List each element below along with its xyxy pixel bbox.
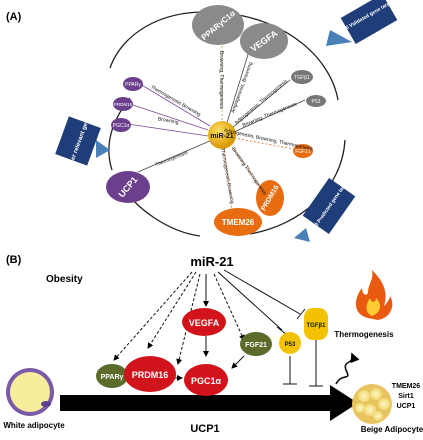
svg-text:Thermogenesis: Thermogenesis bbox=[155, 150, 190, 169]
node-fgf21-label: FGF21 bbox=[245, 342, 267, 349]
svg-text:Browning Thermogenesis: Browning Thermogenesis bbox=[230, 147, 268, 197]
arc-top-left bbox=[109, 11, 201, 69]
banner-validated: 1055 Validated gene targets bbox=[326, 0, 398, 46]
squiggle-arrow bbox=[335, 352, 360, 385]
mir21-label-b: miR-21 bbox=[190, 254, 233, 269]
beige-marker-2: Sirt1 bbox=[398, 393, 414, 400]
panel-a-label: (A) bbox=[6, 11, 22, 23]
node-p53 bbox=[279, 332, 301, 354]
beige-marker-3: UCP1 bbox=[397, 403, 416, 410]
white-adipocyte-label: White adipocyte bbox=[3, 421, 65, 430]
oval-p53 bbox=[306, 95, 326, 107]
obesity-label: Obesity bbox=[46, 274, 83, 285]
mir21-node-a bbox=[208, 121, 236, 149]
node-pgc1a bbox=[184, 364, 228, 396]
oval-tmem26 bbox=[214, 208, 262, 236]
oval-p53-label: P53 bbox=[312, 99, 321, 105]
oval-fgf21 bbox=[293, 144, 313, 158]
mir21-node-a-label: miR-21 bbox=[210, 133, 233, 140]
oval-left-3 bbox=[111, 118, 131, 132]
thermogenesis-label-b: Thermogenesis bbox=[334, 330, 394, 339]
node-pparg bbox=[96, 364, 128, 388]
panel-b-label: (B) bbox=[6, 254, 22, 266]
node-fgf21 bbox=[240, 332, 272, 356]
node-vegfa-label: VEGFA bbox=[189, 318, 220, 328]
mir21-arrows bbox=[113, 269, 306, 365]
oval-left-1-label: PPARγ bbox=[125, 82, 141, 88]
oval-ucp1-a bbox=[106, 171, 150, 203]
node-prdm16-label: PRDM16 bbox=[132, 370, 169, 380]
node-tgfb1 bbox=[304, 308, 328, 340]
oval-prdm16-a bbox=[256, 180, 284, 216]
banner-other: Other relevant genes bbox=[55, 112, 110, 171]
node-tgfb1-label: TGFβ1 bbox=[307, 323, 327, 329]
oval-left-2-label: PRDM16 bbox=[114, 102, 133, 107]
ucp1-arrow-label: UCP1 bbox=[190, 423, 219, 435]
core-arrows bbox=[174, 336, 323, 387]
node-pgc1a-label: PGC1α bbox=[191, 376, 222, 386]
node-prdm16 bbox=[124, 356, 176, 392]
node-vegfa bbox=[182, 308, 226, 336]
ucp1-arrow bbox=[60, 385, 358, 421]
oval-left-2 bbox=[113, 97, 133, 111]
svg-text:Browning, Thermogenesis: Browning, Thermogenesis bbox=[218, 51, 224, 109]
oval-left-1 bbox=[123, 77, 143, 91]
oval-tgfb1 bbox=[291, 70, 313, 84]
svg-text:Angiogenesis, Browning: Angiogenesis, Browning bbox=[230, 61, 254, 114]
oval-vegfa bbox=[240, 23, 288, 59]
oval-pparyc1a bbox=[192, 5, 244, 45]
svg-text:Browning: Browning bbox=[157, 116, 179, 126]
white-adipocyte-icon bbox=[6, 368, 54, 416]
node-pparg-label: PPARγ bbox=[101, 374, 124, 381]
flame-icon bbox=[355, 270, 393, 320]
node-p53-label: P53 bbox=[285, 342, 296, 348]
svg-text:Thermogenesis Browning: Thermogenesis Browning bbox=[219, 147, 235, 204]
oval-fgf21-label: FGF21 bbox=[295, 149, 311, 155]
beige-marker-1: TMEM26 bbox=[392, 383, 421, 390]
beige-adipocyte-icon bbox=[352, 384, 392, 424]
banner-predicted: 20253 Predicted gene targets bbox=[294, 176, 356, 242]
oval-tgfb1-label: TGFβ1 bbox=[294, 75, 310, 81]
beige-adipocyte-label: Beige Adipocyte bbox=[361, 425, 423, 434]
oval-left-3-label: PGC1α bbox=[113, 123, 130, 129]
spokes bbox=[127, 40, 306, 211]
oval-tmem26-label: TMEM26 bbox=[222, 218, 255, 227]
